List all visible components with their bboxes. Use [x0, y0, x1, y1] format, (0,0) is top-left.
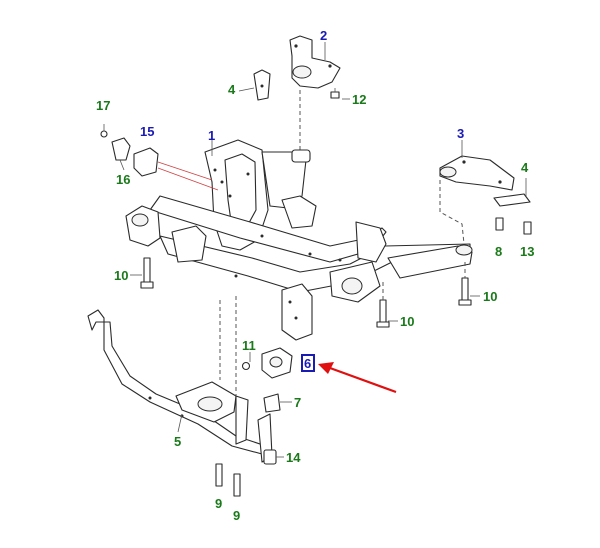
callout-6-highlight[interactable]: 6: [301, 354, 315, 372]
callout-6: 6: [304, 356, 311, 371]
part-13-bolt: [523, 221, 532, 235]
part-12-bolt: [330, 88, 340, 99]
callout-15: 15: [140, 124, 154, 139]
part-16-clip: [111, 137, 131, 161]
callout-17: 17: [96, 98, 110, 113]
callout-7: 7: [294, 395, 301, 410]
callout-4-top: 4: [228, 82, 236, 97]
part-6-mount: [261, 347, 293, 379]
part-10-bolt-left: [140, 257, 154, 289]
callout-5: 5: [174, 434, 181, 449]
callout-3: 3: [457, 126, 464, 141]
callout-9-left: 9: [215, 496, 222, 511]
part-9-bolt-left: [215, 463, 223, 487]
part-11-bolt: [241, 361, 251, 371]
callout-9-right: 9: [233, 508, 240, 523]
callout-10-right: 10: [483, 289, 497, 304]
callout-10-mid: 10: [400, 314, 414, 329]
callout-2: 2: [320, 28, 327, 43]
part-3-right-bracket: [439, 155, 515, 191]
callout-4-right: 4: [521, 160, 529, 175]
callout-13: 13: [520, 244, 534, 259]
part-10-bolt-mid: [376, 299, 390, 328]
part-7-clip: [263, 393, 281, 413]
part-4-top-clip: [253, 69, 271, 101]
red-pointer-arrow: [318, 362, 397, 394]
callout-14: 14: [286, 450, 301, 465]
part-5-front-frame: [87, 309, 273, 463]
part-8-bolt: [495, 217, 504, 231]
callout-1: 1: [208, 128, 215, 143]
part-2-upper-bracket: [289, 35, 341, 89]
part-4-right-plate: [493, 193, 531, 207]
callout-8: 8: [495, 244, 502, 259]
part-1-subframe: [125, 139, 473, 341]
part-15-bracket: [133, 147, 159, 177]
callout-11: 11: [242, 338, 256, 353]
callout-10-left: 10: [114, 268, 128, 283]
callout-16: 16: [116, 172, 130, 187]
part-9-bolt-right: [233, 473, 241, 497]
part-10-bolt-right: [458, 277, 472, 306]
part-17-bolt: [100, 124, 108, 138]
part-14-bolt: [263, 449, 277, 465]
callout-12: 12: [352, 92, 366, 107]
